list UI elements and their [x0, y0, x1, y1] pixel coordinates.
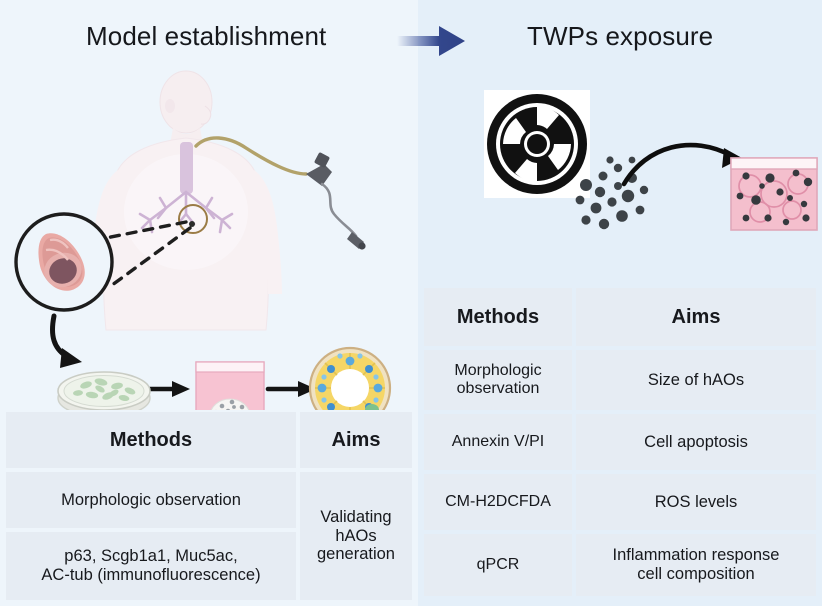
airway-organoid-icon — [308, 346, 392, 410]
cell-method-4: qPCR — [424, 534, 572, 596]
twps-exposure-illustration — [484, 90, 818, 231]
table-row: Morphologic observation Size of hAOs — [424, 350, 816, 410]
cell-method-1: Morphologic observation — [424, 350, 572, 410]
exposure-arrow-icon — [621, 142, 742, 187]
table-row: qPCR Inflammation response cell composit… — [424, 534, 816, 596]
magnifier-leader-lines — [94, 220, 192, 290]
step-arrow-2-icon — [265, 381, 316, 397]
airway-magnification-icon — [14, 212, 114, 312]
model-establishment-illustration — [14, 70, 392, 410]
table-row: Annexin V/PI Cell apoptosis — [424, 414, 816, 470]
table-header-row: Methods Aims — [6, 412, 412, 468]
matrigel-well-icon — [195, 361, 265, 410]
panel-title-left: Model establishment — [86, 21, 327, 51]
table-row: CM-H2DCFDA ROS levels — [424, 474, 816, 530]
transition-arrow-icon — [397, 26, 465, 56]
tire-icon — [484, 90, 590, 198]
header-aims: Aims — [576, 288, 816, 346]
cell-method-3: CM-H2DCFDA — [424, 474, 572, 530]
panel-title-right: TWPs exposure — [527, 21, 714, 51]
cell-aim-3: ROS levels — [576, 474, 816, 530]
cell-method-1: Morphologic observation — [6, 472, 296, 528]
header-methods: Methods — [6, 412, 296, 468]
cell-aim-1: Size of hAOs — [576, 350, 816, 410]
table-header-row: Methods Aims — [424, 288, 816, 346]
human-torso-icon — [90, 70, 282, 331]
table-model-establishment: Methods Aims Morphologic observation p63… — [6, 412, 412, 600]
tire-wear-particles-icon — [575, 156, 649, 230]
cell-method-2: Annexin V/PI — [424, 414, 572, 470]
arrow-to-petri-dish-icon — [50, 313, 82, 368]
table-body: Morphologic observation p63, Scgb1a1, Mu… — [6, 472, 412, 600]
bronchoscope-icon — [194, 136, 366, 250]
cell-method-2: p63, Scgb1a1, Muc5ac, AC-tub (immunofluo… — [6, 532, 296, 600]
organoid-culture-well-icon — [730, 157, 818, 231]
cell-aim-merged: Validating hAOs generation — [300, 472, 412, 600]
cell-aim-4: Inflammation response cell composition — [576, 534, 816, 596]
table-twps-exposure: Methods Aims Morphologic observation Siz… — [424, 288, 816, 596]
header-methods: Methods — [424, 288, 572, 346]
petri-dish-icon — [57, 371, 151, 410]
header-aims: Aims — [300, 412, 412, 468]
cell-aim-2: Cell apoptosis — [576, 414, 816, 470]
